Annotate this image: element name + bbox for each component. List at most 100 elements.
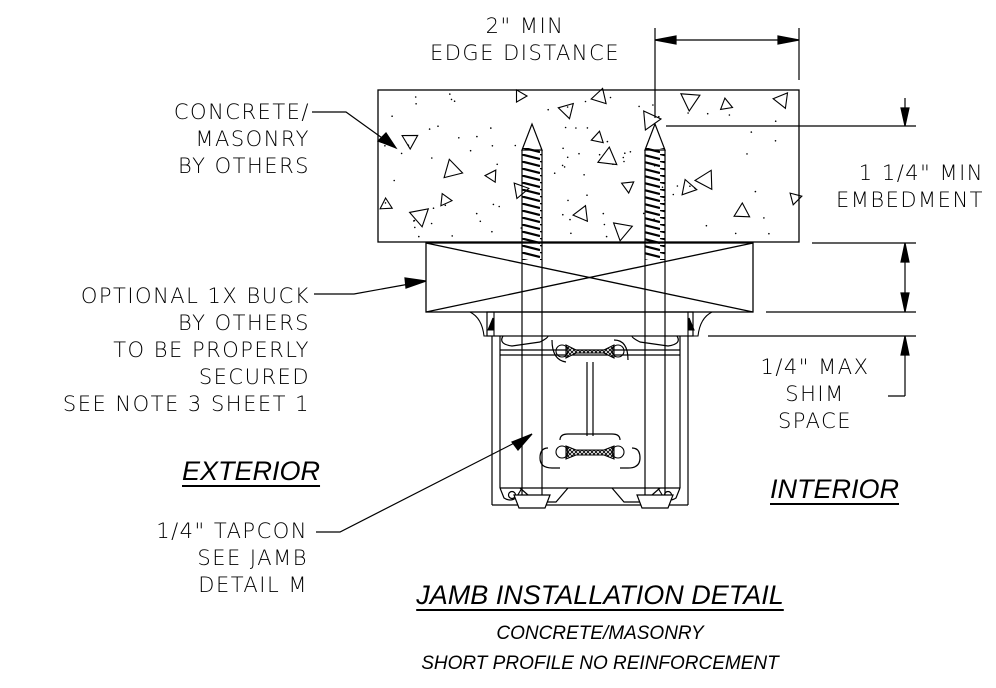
embedment-line-2: EMBEDMENT (835, 188, 984, 212)
stipple-dot (476, 135, 478, 138)
aggregate-stone (557, 102, 575, 120)
stipple-dot (750, 131, 753, 133)
buck-line-4: SECURED (198, 365, 310, 389)
embedment-dimension (666, 98, 916, 313)
stipple-dot (553, 172, 556, 174)
stipple-dot (578, 152, 580, 155)
stipple-dot (391, 115, 393, 117)
stipple-dot (602, 212, 605, 215)
stipple-dot (705, 224, 708, 227)
stipple-dot (407, 144, 410, 146)
stipple-dot (547, 108, 549, 111)
stipple-dot (612, 163, 614, 165)
stipple-dot (563, 166, 566, 168)
exterior-label: EXTERIOR (182, 456, 321, 486)
stipple-dot (774, 140, 777, 142)
tapcon-screw-left (513, 122, 551, 509)
tapcon-label: 1/4" TAPCON SEE JAMB DETAIL M (90, 518, 308, 599)
tapcon-line-2: SEE JAMB (197, 546, 308, 570)
stipple-dot (687, 112, 689, 114)
stipple-dot (444, 204, 447, 207)
wood-buck (425, 242, 754, 313)
stipple-dot (746, 153, 748, 155)
stipple-dot (469, 149, 472, 152)
stipple-dot (496, 163, 499, 166)
detail-subtitle-1: CONCRETE/MASONRY (496, 623, 704, 644)
stipple-dot (672, 193, 675, 196)
stipple-dot (566, 156, 569, 159)
stipple-dot (413, 220, 415, 222)
aggregate-stone (483, 169, 497, 184)
concrete-masonry-label: CONCRETE/ MASONRY BY OTHERS (110, 99, 310, 180)
stipple-dot (629, 151, 632, 153)
shim-space-label: 1/4" MAX SHIM SPACE (730, 354, 900, 435)
stipple-dot (642, 212, 645, 215)
aggregate-stone (590, 87, 607, 105)
embedment-line-1: 1 1/4" MIN (858, 161, 984, 185)
aggregate-stone (733, 201, 751, 218)
aggregate-stone (515, 88, 529, 104)
edge-distance-line-2: EDGE DISTANCE (429, 41, 621, 65)
stipple-dot (449, 93, 451, 95)
stipple-dot (415, 103, 417, 105)
stipple-dot (706, 112, 709, 115)
shim-line-1: 1/4" MAX (760, 355, 870, 379)
stipple-dot (598, 153, 601, 156)
stipple-dot (584, 100, 587, 103)
stipple-dot (431, 157, 433, 159)
aggregate-stone (620, 181, 635, 195)
edge-distance-label: 2" MIN EDGE DISTANCE (405, 13, 645, 67)
stipple-dot (623, 160, 625, 163)
tapcon-line-1: 1/4" TAPCON (156, 519, 308, 543)
stipple-dot (586, 194, 588, 196)
buck-label: OPTIONAL 1X BUCK BY OTHERS TO BE PROPERL… (6, 283, 310, 418)
buck-line-2: BY OTHERS (178, 311, 310, 335)
concrete-line-3: BY OTHERS (178, 154, 310, 178)
stipple-dot (575, 127, 577, 129)
stipple-dot (453, 100, 456, 102)
interior-label: INTERIOR (770, 474, 900, 504)
thermal-gaskets (555, 344, 625, 460)
stipple-dot (432, 207, 435, 209)
stipple-dot (603, 223, 606, 226)
buck-line-5: SEE NOTE 3 SHEET 1 (62, 392, 310, 416)
stipple-dot (658, 115, 660, 118)
stipple-dot (393, 179, 396, 182)
stipple-dot (490, 127, 492, 129)
stipple-dot (384, 145, 386, 147)
stipple-dot (498, 205, 501, 208)
concrete-aggregate (379, 87, 803, 242)
aggregate-stone (379, 196, 394, 210)
stipple-dot (763, 217, 765, 219)
concrete-block (377, 87, 803, 243)
stipple-dot (624, 152, 626, 154)
stipple-dot (774, 120, 777, 122)
aggregate-stone (408, 208, 430, 228)
edge-distance-line-1: 2" MIN (485, 14, 565, 38)
aggregate-stone (719, 97, 734, 111)
stipple-dot (768, 232, 770, 235)
stipple-dot (606, 140, 609, 143)
stipple-dot (638, 105, 640, 108)
aggregate-stone (443, 158, 464, 179)
buck-line-3: TO BE PROPERLY (113, 338, 310, 362)
stipple-dot (586, 127, 589, 129)
sealant-fillets (469, 311, 713, 337)
shim-line-3: SPACE (777, 409, 853, 433)
stipple-dot (492, 203, 495, 206)
stipple-dot (652, 104, 654, 106)
detail-subtitle-2: SHORT PROFILE NO REINFORCEMENT (421, 653, 779, 674)
stipple-dot (734, 232, 737, 235)
leader-lines (312, 111, 533, 533)
aggregate-stone (612, 222, 634, 242)
concrete-line-2: MASONRY (195, 127, 310, 151)
aggregate-stone (643, 110, 663, 131)
stipple-dot (491, 145, 494, 147)
stipple-dot (622, 156, 625, 159)
stipple-dot (562, 213, 564, 216)
stipple-dot (451, 235, 454, 237)
aggregate-stone (590, 130, 605, 144)
stipple-dot (418, 235, 420, 238)
edge-distance-dimension (654, 28, 800, 118)
